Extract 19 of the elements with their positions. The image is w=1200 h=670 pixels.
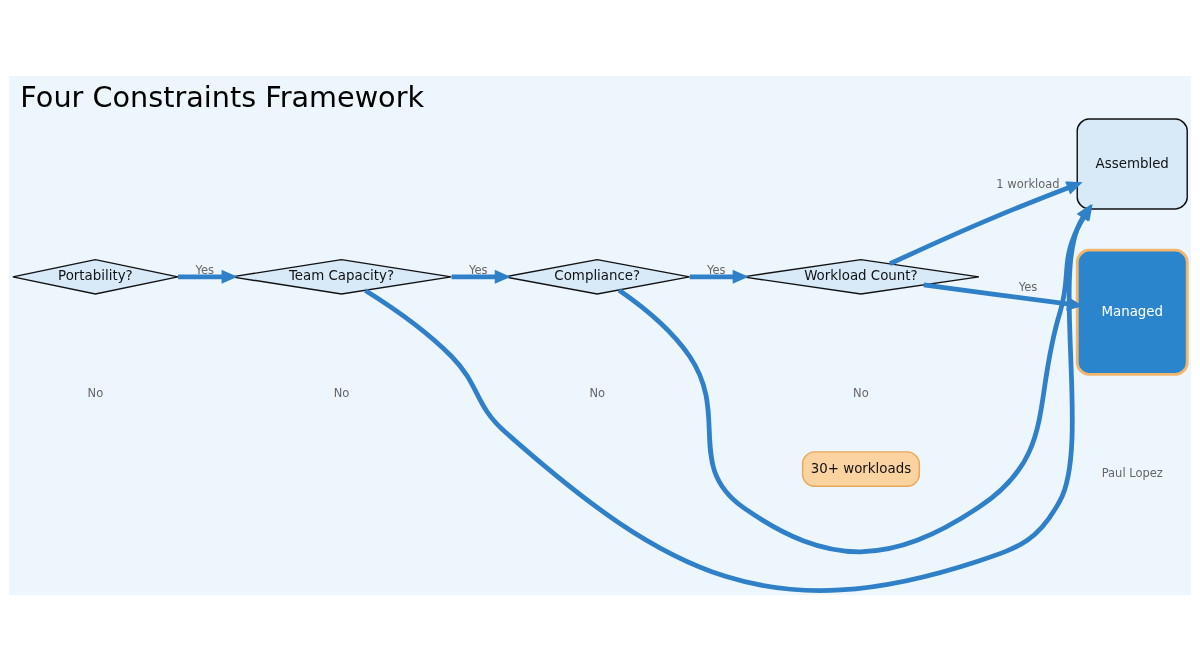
arrow [888,180,1083,266]
edge-label: Yes [195,262,215,277]
label: No [333,385,350,399]
node-box: Managed [1075,248,1189,376]
edge-label: Yes [468,262,488,277]
edge-label: Yes [707,262,726,277]
label: Paul Lopez [1101,465,1163,480]
diagram-title: Four Constraints Framework [20,79,425,114]
arrow [451,269,511,284]
label: No [87,385,104,399]
node-box: Assembled [1076,117,1188,210]
label: No [589,385,606,399]
node-box: 30+ workloads [801,450,920,487]
edge-label: Yes [1018,279,1038,294]
label: No [853,385,869,399]
arrow [178,269,238,284]
edge-label: 1 workload [996,176,1060,191]
arrow [689,269,749,284]
node-diamond: Portability? [12,258,179,295]
